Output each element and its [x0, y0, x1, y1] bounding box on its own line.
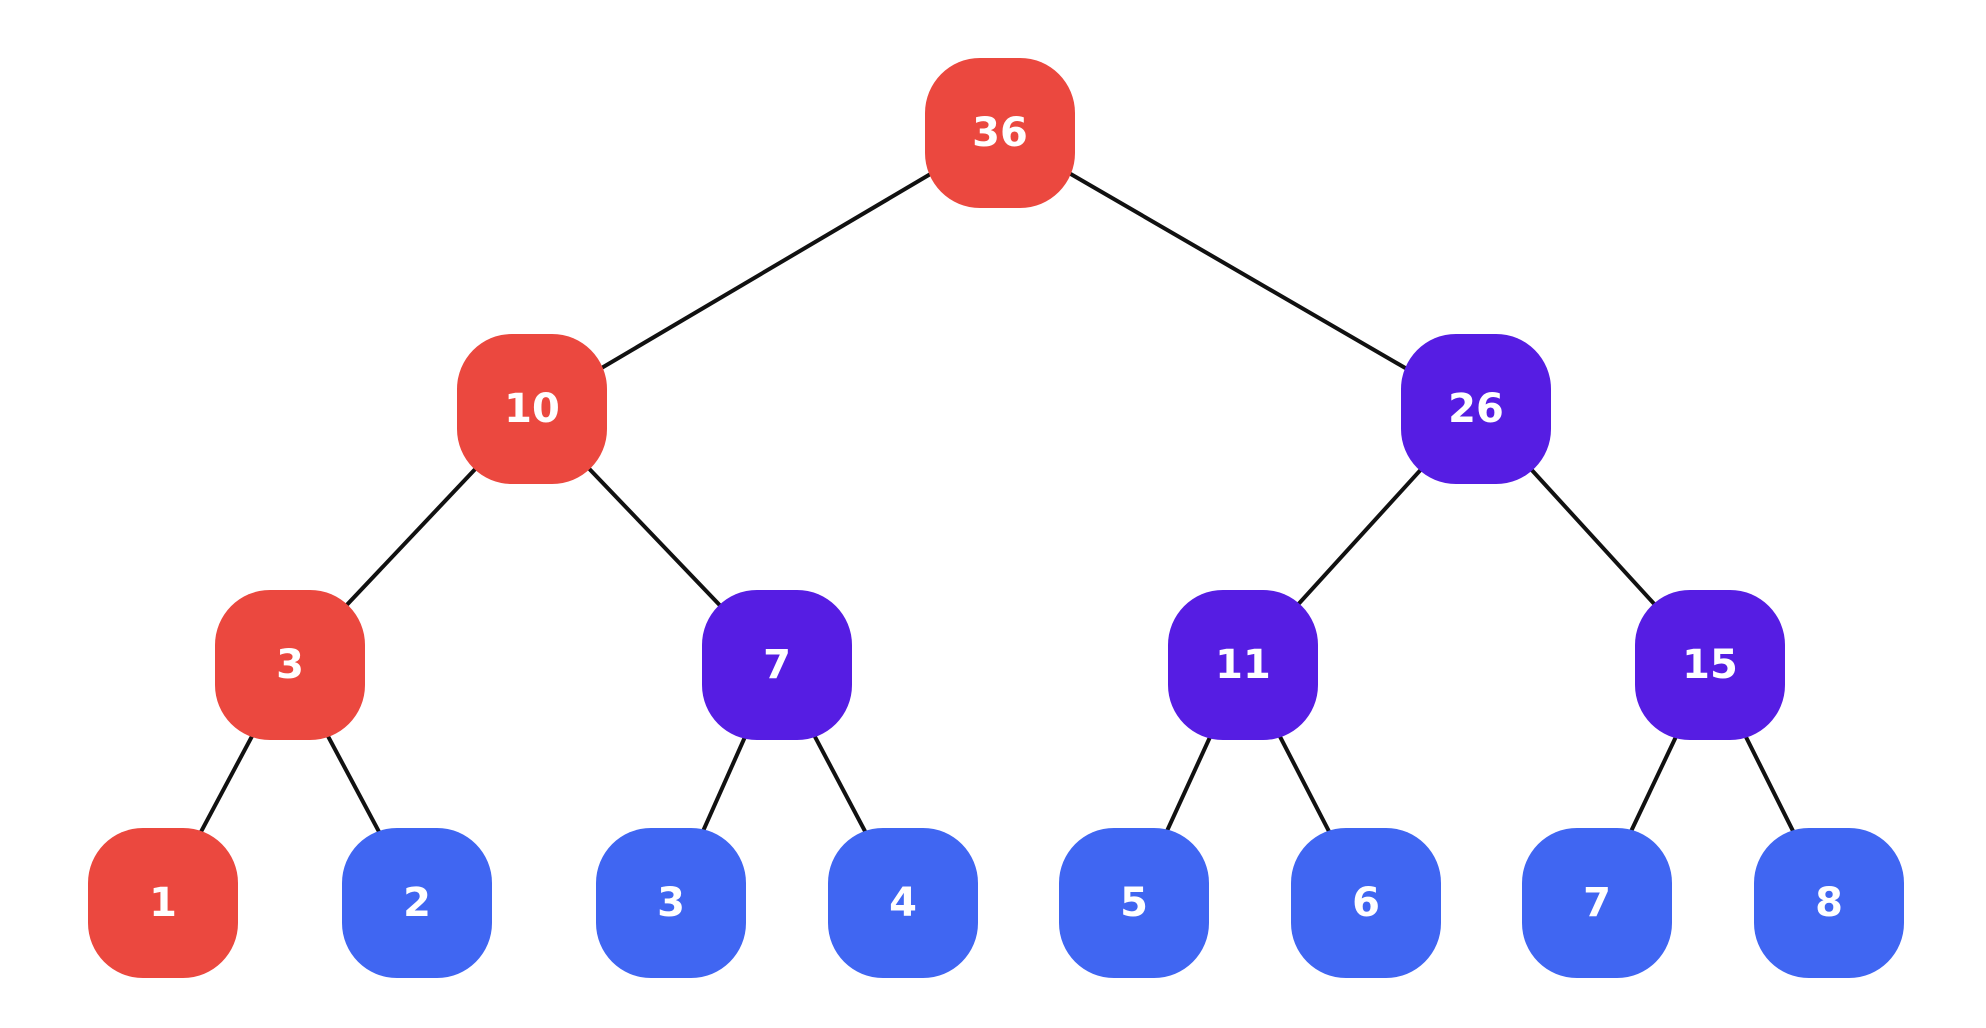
node-value-label: 26 — [1448, 386, 1504, 432]
node-value-label: 3 — [276, 642, 304, 688]
tree-node: 10 — [457, 334, 607, 484]
tree-node: 1 — [88, 828, 238, 978]
tree-node: 5 — [1059, 828, 1209, 978]
node-value-label: 8 — [1815, 880, 1843, 926]
tree-node: 2 — [342, 828, 492, 978]
edges-layer — [161, 131, 1831, 904]
node-box — [457, 334, 607, 484]
node-value-label: 3 — [657, 880, 685, 926]
node-box — [1059, 828, 1209, 978]
node-value-label: 6 — [1352, 880, 1380, 926]
node-box — [1635, 590, 1785, 740]
node-value-label: 2 — [403, 880, 431, 926]
tree-node: 3 — [215, 590, 365, 740]
node-box — [215, 590, 365, 740]
node-box — [342, 828, 492, 978]
tree-node: 36 — [925, 58, 1075, 208]
node-value-label: 7 — [1583, 880, 1611, 926]
tree-node: 7 — [702, 590, 852, 740]
tree-node: 4 — [828, 828, 978, 978]
tree-node: 15 — [1635, 590, 1785, 740]
node-box — [1291, 828, 1441, 978]
tree-node: 26 — [1401, 334, 1551, 484]
node-value-label: 5 — [1120, 880, 1148, 926]
nodes-layer: 1 2 3 3 4 7 10 5 6 11 7 8 15 26 36 — [88, 58, 1904, 978]
node-box — [925, 58, 1075, 208]
node-value-label: 15 — [1682, 642, 1738, 688]
node-box — [1168, 590, 1318, 740]
node-value-label: 36 — [972, 110, 1028, 156]
node-value-label: 4 — [889, 880, 917, 926]
node-value-label: 11 — [1215, 642, 1271, 688]
node-box — [828, 828, 978, 978]
node-value-label: 7 — [763, 642, 791, 688]
node-box — [88, 828, 238, 978]
node-box — [1754, 828, 1904, 978]
node-value-label: 1 — [149, 880, 177, 926]
node-box — [702, 590, 852, 740]
tree-node: 8 — [1754, 828, 1904, 978]
node-box — [1522, 828, 1672, 978]
tree-node: 7 — [1522, 828, 1672, 978]
tree-node: 3 — [596, 828, 746, 978]
edge-36-26 — [998, 131, 1478, 411]
node-value-label: 10 — [504, 386, 560, 432]
node-box — [596, 828, 746, 978]
edge-36-10 — [530, 131, 1002, 411]
node-box — [1401, 334, 1551, 484]
tree-node: 11 — [1168, 590, 1318, 740]
tree-node: 6 — [1291, 828, 1441, 978]
